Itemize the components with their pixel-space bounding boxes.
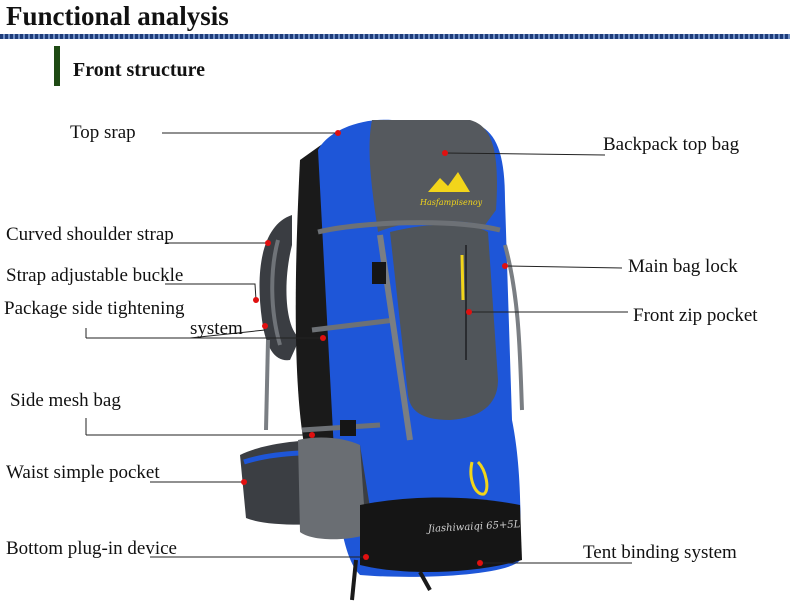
marker-side-tightening-2 (320, 335, 326, 341)
label-top-bag: Backpack top bag (603, 134, 740, 155)
label-zip-pocket: Front zip pocket (633, 305, 758, 326)
marker-top-bag (442, 150, 448, 156)
label-top-strap: Top srap (70, 122, 136, 143)
label-main-lock: Main bag lock (628, 256, 738, 277)
title-divider (0, 34, 790, 39)
marker-waist-pocket (241, 479, 247, 485)
label-waist-pocket: Waist simple pocket (6, 462, 160, 483)
label-buckle: Strap adjustable buckle (6, 265, 184, 286)
marker-buckle (253, 297, 259, 303)
bottom-brand-text: Jiashiwaiqi 65+5L (426, 519, 521, 535)
marker-side-tightening (262, 323, 268, 329)
section-title: Front structure (73, 59, 206, 81)
mesh-pocket (298, 437, 366, 540)
shoulder-strap-shape (259, 215, 300, 361)
label-side-tightening-system: system (190, 318, 243, 339)
marker-tent-binding (477, 560, 483, 566)
label-shoulder-strap: Curved shoulder strap (6, 224, 174, 245)
marker-shoulder-strap (265, 240, 271, 246)
top-lid (369, 120, 497, 232)
marker-top-strap (335, 130, 341, 136)
marker-mesh-bag (309, 432, 315, 438)
marker-zip-pocket (466, 309, 472, 315)
label-tent-binding: Tent binding system (583, 542, 737, 563)
page-title: Functional analysis (6, 1, 229, 31)
marker-main-lock (502, 263, 508, 269)
label-plugin-device: Bottom plug-in device (6, 538, 177, 559)
label-mesh-bag: Side mesh bag (10, 390, 121, 411)
logo-text: Hasfampisenoy (419, 198, 483, 207)
front-panel (390, 224, 498, 420)
section-marker (54, 46, 60, 86)
label-side-tightening: Package side tightening (4, 298, 185, 319)
bottom-compartment (360, 497, 522, 572)
marker-plugin-device (363, 554, 369, 560)
logo-icon (428, 172, 470, 192)
